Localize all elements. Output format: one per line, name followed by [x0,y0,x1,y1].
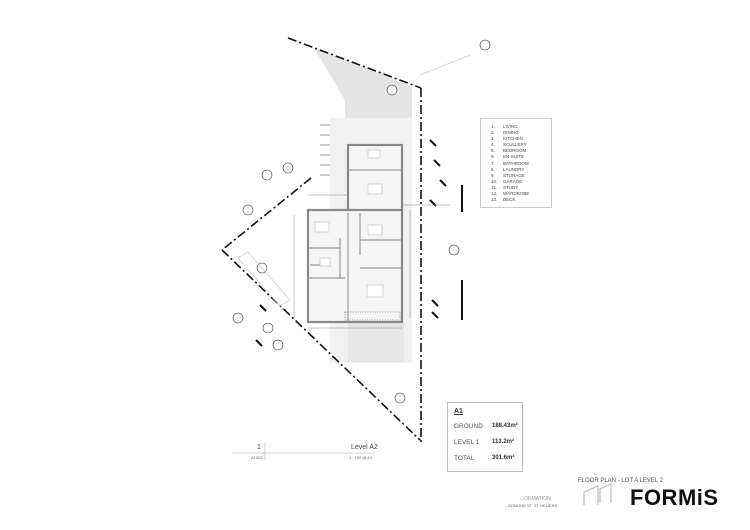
building [306,143,404,324]
room-legend: 1.LIVING 2.DINING 3.KITCHEN 4.SCULLERY 5… [480,118,552,208]
legend-item: 2.DINING [491,130,519,136]
project-address: ...EDMUND ST, ST HELIERS [505,503,558,508]
legend-item: 6.EN-SUITE [491,154,525,160]
view-scale: 1 : 100 @ A1 [349,455,373,460]
area-heading: A1 [454,408,463,415]
view-number: 1 [257,444,261,451]
legend-item: 10.GARAGE [491,178,523,184]
legend-item: 13.DECK [491,197,516,203]
legend-item: 3.KITCHEN [491,136,523,142]
garden-bed [237,251,291,307]
legend-item: 5.BEDROOM [491,148,527,154]
parking-markings [320,124,330,176]
room-tags [314,149,384,298]
site-boundary [221,37,422,442]
legend-item: 9.STORAGE [491,172,525,178]
neighbour-boundary [419,54,471,76]
driveway [314,48,412,120]
view-sheet-ref: A1303 [251,455,263,460]
stairs [344,311,401,321]
legend-item: 4.SCULLERY [491,142,527,148]
dimension-lines [293,194,450,329]
legend-item: 8.LAUNDRY [491,166,525,172]
interior-walls [308,169,402,322]
view-name: Level A2 [351,444,378,451]
project-name: ...ORMATION [520,496,551,502]
formis-house-logo [583,483,612,505]
deck [348,322,404,362]
legend-item: 12.WARDROBE [491,191,530,197]
legend-item: 7.BATHROOM [491,160,529,166]
legend-item: 1.LIVING [491,124,518,129]
section-markers [232,39,491,404]
brand-logo: FORMiS [630,485,719,510]
legend-item: 11.STUDY [491,184,519,190]
sheet-title: FLOOR PLAN - LOT A LEVEL 2 [578,478,664,484]
